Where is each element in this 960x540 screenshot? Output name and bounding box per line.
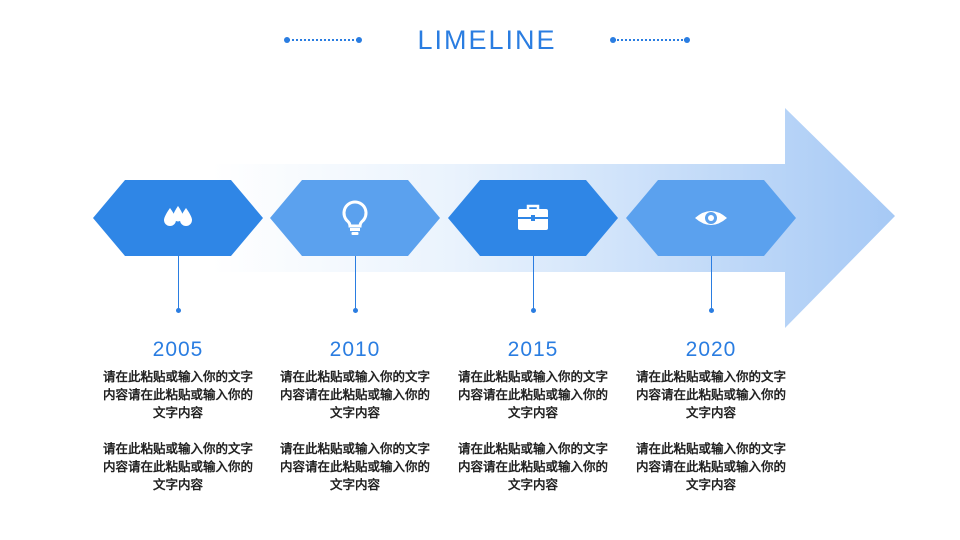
milestone-description: 请在此粘贴或输入你的文字内容请在此粘贴或输入你的文字内容 [457, 369, 608, 420]
milestone-description: 请在此粘贴或输入你的文字内容请在此粘贴或输入你的文字内容 [279, 441, 430, 492]
milestone-column-3: 2015 请在此粘贴或输入你的文字内容请在此粘贴或输入你的文字内容 请在此粘贴或… [448, 338, 618, 494]
lightbulb-icon [335, 198, 375, 238]
milestone-description: 请在此粘贴或输入你的文字内容请在此粘贴或输入你的文字内容 [102, 441, 253, 492]
milestone-hex-3 [448, 180, 618, 256]
title-row: LIMELINE [0, 24, 960, 56]
milestone-year: 2015 [507, 338, 559, 361]
page-title: LIMELINE [417, 25, 557, 55]
milestone-description: 请在此粘贴或输入你的文字内容请在此粘贴或输入你的文字内容 [635, 369, 786, 420]
milestone-stem-4 [711, 256, 712, 310]
milestone-description: 请在此粘贴或输入你的文字内容请在此粘贴或输入你的文字内容 [279, 369, 430, 420]
milestone-stem-dot-3 [531, 308, 536, 313]
milestone-year: 2020 [685, 338, 737, 361]
title-decoration-left [284, 37, 362, 43]
briefcase-icon [513, 198, 553, 238]
water-drops-icon [158, 198, 198, 238]
milestone-hex-2 [270, 180, 440, 256]
milestone-hex-1 [93, 180, 263, 256]
milestone-description: 请在此粘贴或输入你的文字内容请在此粘贴或输入你的文字内容 [457, 441, 608, 492]
milestone-description: 请在此粘贴或输入你的文字内容请在此粘贴或输入你的文字内容 [635, 441, 786, 492]
milestone-year: 2010 [329, 338, 381, 361]
milestone-stem-dot-4 [709, 308, 714, 313]
milestone-stem-3 [533, 256, 534, 310]
milestone-year: 2005 [152, 338, 204, 361]
milestone-stem-1 [178, 256, 179, 310]
milestone-stem-dot-1 [176, 308, 181, 313]
milestone-column-4: 2020 请在此粘贴或输入你的文字内容请在此粘贴或输入你的文字内容 请在此粘贴或… [626, 338, 796, 494]
milestone-stem-dot-2 [353, 308, 358, 313]
milestone-column-1: 2005 请在此粘贴或输入你的文字内容请在此粘贴或输入你的文字内容 请在此粘贴或… [93, 338, 263, 494]
milestone-column-2: 2010 请在此粘贴或输入你的文字内容请在此粘贴或输入你的文字内容 请在此粘贴或… [270, 338, 440, 494]
title-decoration-right [610, 37, 690, 43]
eye-icon [691, 198, 731, 238]
milestone-description: 请在此粘贴或输入你的文字内容请在此粘贴或输入你的文字内容 [102, 369, 253, 420]
milestone-stem-2 [355, 256, 356, 310]
milestone-hex-4 [626, 180, 796, 256]
